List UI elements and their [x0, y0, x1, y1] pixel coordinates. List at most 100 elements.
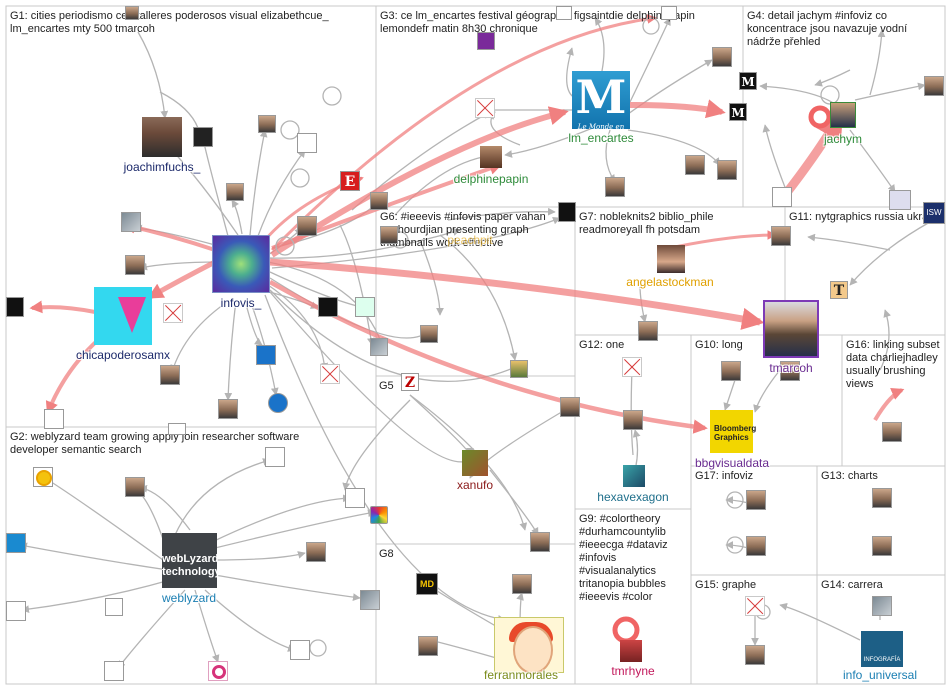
- avatar-node[interactable]: [623, 410, 643, 430]
- sun-logo-icon[interactable]: [33, 467, 53, 487]
- avatar-node[interactable]: [924, 76, 944, 96]
- broken-node[interactable]: [475, 98, 495, 118]
- logo-node[interactable]: [477, 32, 495, 50]
- avatar-node[interactable]: [380, 226, 398, 244]
- broken-node[interactable]: [320, 364, 340, 384]
- angelastockman-node-image[interactable]: [657, 245, 685, 273]
- bbgvisualdata-node-image[interactable]: Bloomberg Graphics: [710, 410, 756, 453]
- avatar-node[interactable]: [745, 645, 765, 665]
- node-label-angelastockman: angelastockman: [626, 275, 714, 289]
- photo-node[interactable]: [370, 338, 388, 356]
- red-edges: [29, 14, 905, 434]
- logo-node[interactable]: [290, 640, 310, 660]
- avatar-node[interactable]: [721, 361, 741, 381]
- ferranmorales-node-image[interactable]: [494, 617, 564, 674]
- node-label-info-universal: info_universal: [842, 668, 918, 682]
- avatar-node[interactable]: [685, 155, 705, 175]
- avatar-node[interactable]: [418, 636, 438, 656]
- photo-node[interactable]: [510, 360, 528, 378]
- avatar-node[interactable]: [160, 365, 180, 385]
- avatar-node[interactable]: [560, 397, 580, 417]
- node-label-weblyzard: weblyzard: [161, 591, 217, 605]
- avatar-node[interactable]: [872, 488, 892, 508]
- logo-node[interactable]: [556, 6, 572, 20]
- tmarcoh-node-image[interactable]: [763, 300, 819, 358]
- avatar-node[interactable]: [420, 325, 438, 343]
- logo-node[interactable]: [6, 533, 26, 553]
- jachym-node-image[interactable]: [830, 102, 856, 128]
- avatar-node[interactable]: [872, 536, 892, 556]
- avatar-node[interactable]: [512, 574, 532, 594]
- logo-node[interactable]: [558, 202, 576, 222]
- avatar-node[interactable]: [771, 226, 791, 246]
- joachimfuchs-node-image[interactable]: [142, 117, 182, 157]
- blue-logo2-icon[interactable]: [268, 393, 288, 413]
- avatar-node[interactable]: [746, 536, 766, 556]
- avatar-node[interactable]: [125, 6, 139, 20]
- photo-node[interactable]: [360, 590, 380, 610]
- avatar-node[interactable]: [218, 399, 238, 419]
- logo-node[interactable]: [105, 598, 123, 616]
- badge-m2-icon[interactable]: M: [739, 72, 757, 90]
- broken-node[interactable]: [163, 303, 183, 323]
- logo-node[interactable]: [345, 488, 365, 508]
- avatar-node[interactable]: [258, 115, 276, 133]
- logo-node[interactable]: [6, 601, 26, 621]
- broken-node[interactable]: [622, 357, 642, 377]
- avatar-node[interactable]: [530, 532, 550, 552]
- avatar-node[interactable]: [638, 321, 658, 341]
- logo-node[interactable]: [44, 409, 64, 429]
- logo-node[interactable]: [355, 297, 375, 317]
- badge-nyt-icon[interactable]: T: [830, 281, 848, 299]
- avatar-node[interactable]: [226, 183, 244, 201]
- avatar-node[interactable]: [717, 160, 737, 180]
- badge-m-icon[interactable]: M: [729, 103, 747, 121]
- logo-node[interactable]: [661, 6, 677, 20]
- logo-node[interactable]: [104, 661, 124, 681]
- logo-node[interactable]: [889, 190, 911, 210]
- logo-node[interactable]: [6, 297, 24, 317]
- photo-node[interactable]: [872, 596, 892, 616]
- group-label-g4: G4: detail jachym #infoviz co koncentrac…: [747, 10, 908, 48]
- avatar-node[interactable]: [605, 177, 625, 197]
- infovis-node-image[interactable]: [212, 235, 270, 293]
- rainbow-logo-icon[interactable]: [370, 506, 388, 524]
- info-universal-node-image[interactable]: INFOGRAFÍA: [861, 631, 903, 667]
- avatar-node[interactable]: [306, 542, 326, 562]
- avatar-node[interactable]: [370, 192, 388, 210]
- xanufo-node-image[interactable]: [462, 450, 488, 476]
- logo-node[interactable]: [265, 447, 285, 467]
- broken-node[interactable]: [745, 596, 765, 616]
- node-label-jachym: jachym: [823, 132, 863, 146]
- tmrhyne-node-image[interactable]: [620, 640, 642, 662]
- avatar-node[interactable]: [746, 490, 766, 510]
- logo-node[interactable]: [318, 297, 338, 317]
- avatar-node[interactable]: [125, 255, 145, 275]
- badge-e-icon[interactable]: E: [340, 171, 360, 191]
- logo-node[interactable]: [297, 133, 317, 153]
- avatar-node[interactable]: [780, 361, 800, 381]
- delphinepapin-node-image[interactable]: [480, 146, 502, 168]
- group-label-g12: G12: one: [579, 339, 625, 351]
- avatar-node[interactable]: [882, 422, 902, 442]
- avatar-node[interactable]: [125, 477, 145, 497]
- badge-md-icon[interactable]: MD: [416, 573, 438, 595]
- pink-logo-icon[interactable]: [208, 661, 228, 681]
- avatar-node[interactable]: [297, 216, 317, 236]
- group-label-g16: G16: linking subset data charliejhadley …: [846, 339, 940, 390]
- avatar-node[interactable]: [712, 47, 732, 67]
- badge-isw-icon[interactable]: ISW: [923, 202, 945, 224]
- logo-node[interactable]: [772, 187, 792, 207]
- badge-z-icon[interactable]: Z: [401, 373, 419, 391]
- blue-logo-icon[interactable]: [256, 345, 276, 365]
- logo-node[interactable]: [193, 127, 213, 147]
- weblyzard-node-image[interactable]: webLyzard technology: [162, 533, 221, 588]
- hexavexagon-node-image[interactable]: [623, 465, 645, 487]
- group-label-g13: G13: charts: [821, 470, 878, 482]
- logo-node[interactable]: [168, 423, 186, 435]
- photo-node[interactable]: [121, 212, 141, 232]
- chicapoderosamx-node-image[interactable]: [94, 287, 152, 345]
